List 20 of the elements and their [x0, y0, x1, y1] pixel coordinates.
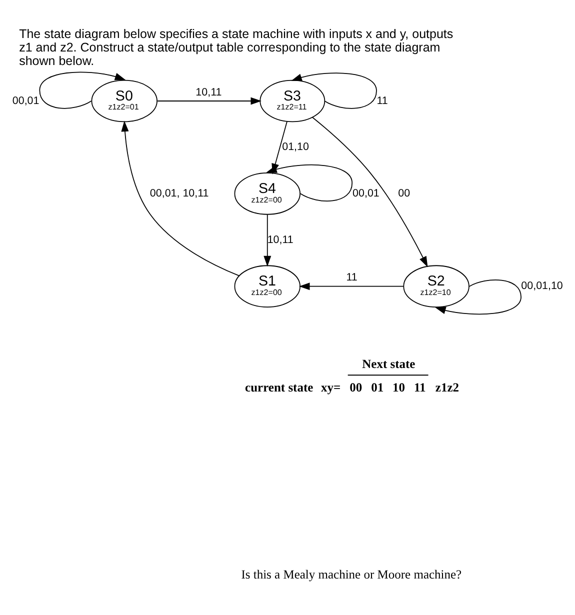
label: Is this a Mealy machine or Moore machine? — [241, 567, 462, 582]
edge-label: 01,10 — [282, 140, 309, 153]
label: current state — [245, 380, 314, 394]
edge-label: 00,01 — [352, 186, 380, 199]
label: xy= — [321, 380, 341, 394]
edge-label: 00,01, 10,11 — [150, 186, 209, 199]
edge-label: 10,11 — [196, 86, 222, 98]
edge-label: 00 — [398, 186, 410, 199]
label: 00 — [350, 380, 362, 394]
label: 11 — [414, 380, 426, 394]
label: 10 — [392, 380, 406, 394]
edge-label: 10,11 — [267, 233, 294, 246]
edge-label: 11 — [376, 94, 388, 106]
edge-label: 00,01 — [12, 94, 40, 106]
label: Next state — [362, 356, 416, 371]
diagram-title: The state diagram below specifies a state machine with inputs x and y, outputs z1 and z2. Construct a state/output table corresponding to the state diagram shown below. — [19, 26, 454, 68]
edge-label: 00,01,10 — [521, 280, 563, 292]
label: 01 — [371, 380, 384, 394]
label: z1z2 — [435, 380, 460, 394]
edge-label: 11 — [346, 271, 358, 284]
